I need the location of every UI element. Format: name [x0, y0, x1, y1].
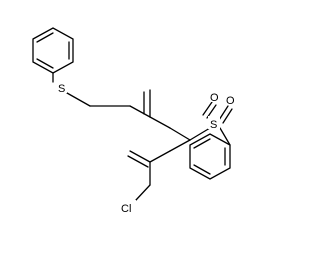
oxygen-2-bg	[225, 92, 236, 105]
atom-labels: S S O O Cl	[57, 80, 236, 215]
oxygen-2-label: O	[226, 95, 235, 107]
phenyl-ring-thioether-inner-bond-1	[36, 32, 54, 43]
bond-alkene-to-ch2	[149, 116, 171, 129]
phenyl-ring-thioether	[32, 27, 74, 74]
bond-ch-to-ch2	[169, 139, 191, 152]
phenyl-ring-sulfonyl-inner-bond-2	[193, 164, 211, 175]
alkyl-chain	[52, 72, 211, 201]
bond-ch2-to-alkene-c2	[149, 150, 171, 163]
bond-sulfur-to-ch2	[66, 92, 91, 107]
sulfur-thioether-bg	[57, 80, 67, 93]
bond-methylene-2-double	[127, 155, 149, 168]
bond-s-o-2b	[222, 108, 233, 124]
phenyl-ring-sulfonyl	[189, 133, 231, 180]
phenyl-ring-thioether-inner-bond-3	[36, 58, 54, 69]
sulfur-sulfonyl-bg	[208, 116, 220, 129]
structure-canvas: S S O O Cl	[32, 27, 236, 215]
chlorine-label: Cl	[121, 203, 131, 215]
chlorine-bg	[120, 200, 136, 213]
oxygen-1-label: O	[210, 92, 219, 104]
sulfur-sulfonyl-label: S	[210, 119, 217, 131]
bond-s-o-2a	[218, 105, 229, 121]
bond-ch2-to-ch	[169, 127, 191, 141]
bond-ch2-to-chlorine	[135, 184, 151, 201]
phenyl-ring-sulfonyl-inner-bond-3	[193, 138, 211, 149]
bond-s-o-1a	[202, 101, 213, 116]
sulfur-thioether-label: S	[58, 83, 65, 95]
oxygen-1-bg	[209, 89, 220, 102]
bond-s-o-1b	[206, 104, 217, 119]
bond-ch-to-sulfonyl	[189, 127, 211, 141]
bond-ch2-to-alkene-c	[129, 105, 151, 118]
molecule-drawing: S S O O Cl	[32, 27, 236, 215]
sulfonyl-group	[202, 101, 233, 146]
phenyl-ring-thioether-outline	[32, 27, 74, 74]
bond-sulfonyl-to-ring	[219, 127, 231, 146]
bond-methylene-2	[129, 150, 151, 163]
phenyl-ring-sulfonyl-outline	[189, 133, 231, 180]
